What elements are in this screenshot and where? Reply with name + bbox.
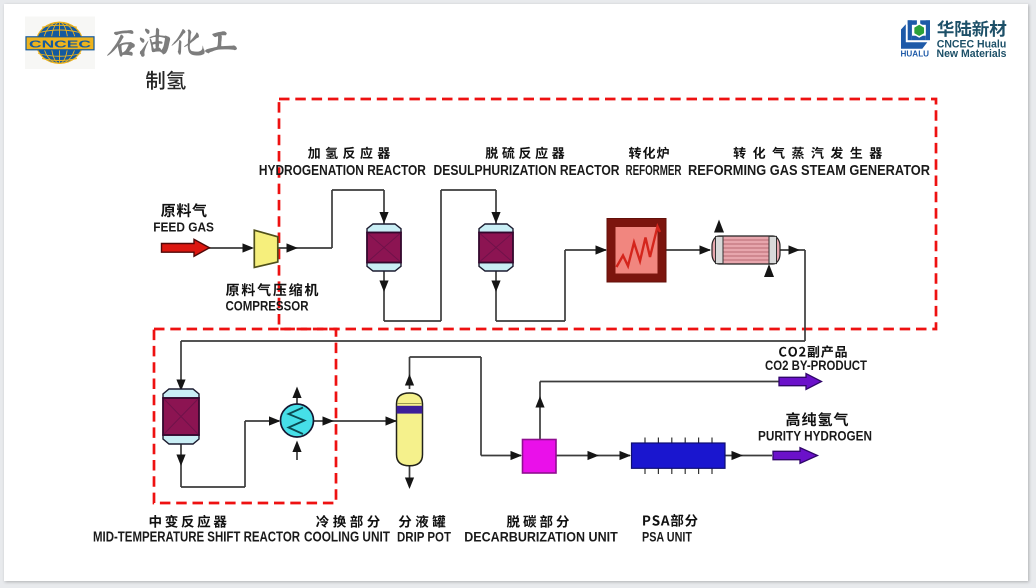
svg-text:CNCEC: CNCEC <box>29 38 92 50</box>
svg-text:MID-TEMPERATURE SHIFT REACTOR: MID-TEMPERATURE SHIFT REACTOR <box>93 528 300 545</box>
svg-text:COOLING UNIT: COOLING UNIT <box>304 528 390 545</box>
svg-text:FEED GAS: FEED GAS <box>153 219 214 234</box>
svg-text:PURITY HYDROGEN: PURITY HYDROGEN <box>758 429 872 444</box>
svg-text:REFORMER: REFORMER <box>626 162 682 179</box>
svg-text:CNCEC Hualu: CNCEC Hualu <box>937 39 1007 51</box>
svg-text:PSA UNIT: PSA UNIT <box>642 528 692 544</box>
svg-text:COMPRESSOR: COMPRESSOR <box>226 298 309 314</box>
svg-text:CO2 BY-PRODUCT: CO2 BY-PRODUCT <box>765 358 868 373</box>
svg-text:REFORMING GAS STEAM GENERATOR: REFORMING GAS STEAM GENERATOR <box>688 162 930 179</box>
svg-text:HUALU: HUALU <box>901 48 930 58</box>
svg-text:DECARBURIZATION UNIT: DECARBURIZATION UNIT <box>464 528 618 544</box>
svg-text:HYDROGENATION REACTOR: HYDROGENATION REACTOR <box>259 162 426 179</box>
svg-text:New Materials: New Materials <box>937 48 1007 60</box>
svg-text:DRIP POT: DRIP POT <box>397 528 451 544</box>
svg-text:DESULPHURIZATION REACTOR: DESULPHURIZATION REACTOR <box>434 162 620 179</box>
